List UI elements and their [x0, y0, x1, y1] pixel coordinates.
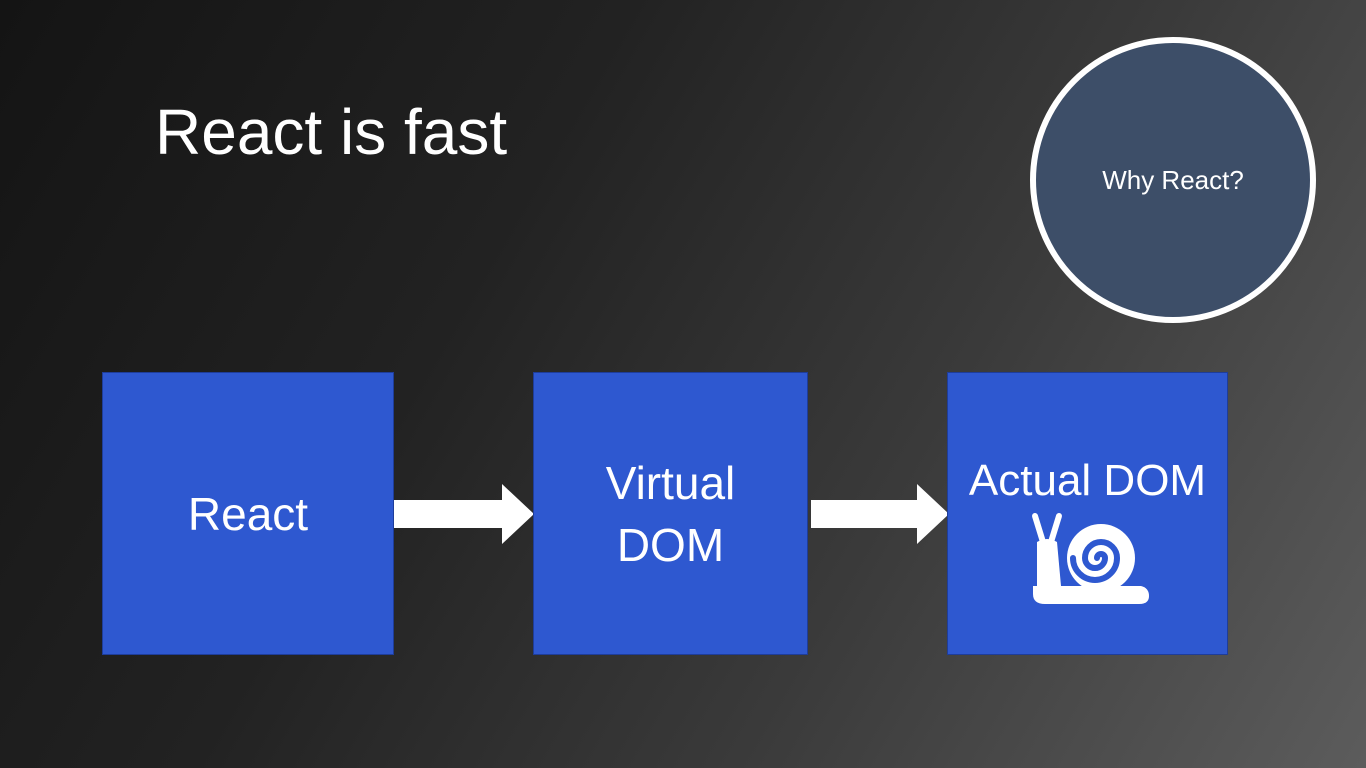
arrow-virtual-dom-to-actual-dom: [811, 484, 949, 544]
snail-icon: [1031, 512, 1149, 604]
slide-title: React is fast: [155, 96, 508, 168]
react-box: React: [102, 372, 394, 655]
virtual-dom-box: Virtual DOM: [533, 372, 808, 655]
actual-dom-box-label: Actual DOM: [968, 455, 1207, 505]
actual-dom-box: Actual DOM: [947, 372, 1228, 655]
badge-label: Why React?: [1102, 164, 1244, 195]
react-box-label: React: [187, 487, 309, 540]
why-react-badge: Why React?: [1030, 37, 1316, 323]
virtual-dom-box-label: Virtual DOM: [605, 456, 736, 571]
arrow-react-to-virtual-dom: [394, 484, 534, 544]
